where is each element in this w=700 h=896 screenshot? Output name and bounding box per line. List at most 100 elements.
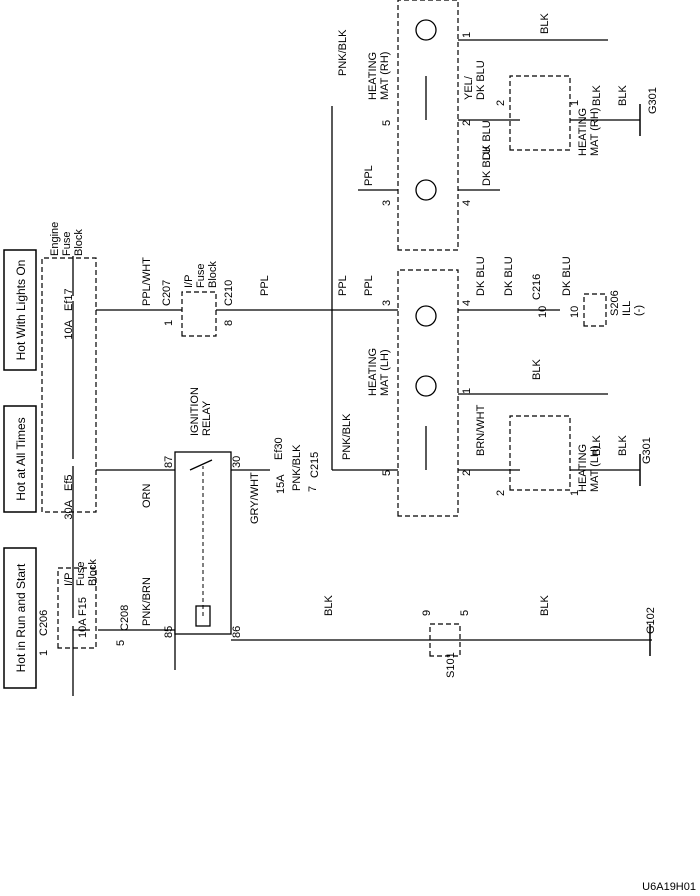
wire-blk-lh-top-label: BLK — [531, 359, 543, 380]
wire-blk-rh-top-label: BLK — [539, 13, 551, 34]
pin-c207: 1 — [163, 320, 175, 326]
pin-rh-3: 3 — [381, 200, 393, 206]
engine-fuse-label-1: Engine — [49, 222, 61, 256]
engine-fuse-label-3: Block — [73, 229, 85, 256]
pin-relay-87: 87 — [163, 456, 175, 468]
wire-blk-1-label: BLK — [323, 595, 335, 616]
s101-outline — [429, 623, 461, 657]
wire-blk-lh-2-label: BLK — [617, 435, 629, 456]
s206-label-3: (-) — [633, 305, 645, 316]
mat-rh-elem-label-1: HEATING — [577, 108, 589, 156]
ip-fuse-block-2-outline — [181, 291, 217, 337]
s206-label-1: S206 — [609, 290, 621, 316]
wire-dk-blu-4-label: DK BLU — [481, 146, 493, 186]
pin-lh-5: 5 — [381, 470, 393, 476]
relay-switch — [189, 459, 213, 471]
wire-dk-blu-5-label: DK BLU — [481, 120, 493, 160]
ip-fuse-block-outline — [57, 567, 97, 649]
pin-s101-9: 9 — [421, 610, 433, 616]
pin-lhe-1: 1 — [569, 490, 581, 496]
pin-s101-5: 5 — [459, 610, 471, 616]
run-start-label: Hot in Run and Start — [14, 563, 28, 672]
engine-fuse-block-outline — [41, 257, 97, 513]
conn-c208: C208 — [119, 605, 131, 631]
pin-c215: 7 — [307, 486, 319, 492]
fuse-f15-amp: 10A — [77, 618, 89, 638]
ip-fuse-block-2-label-3: Block — [207, 261, 219, 288]
fuse-ef17: Ef17 — [63, 288, 75, 311]
fuse-ef30-amp: 15A — [275, 474, 287, 494]
fuse-ef5: Ef5 — [63, 474, 75, 491]
wire-ppl-wht-label: PPL/WHT — [141, 257, 153, 306]
lamp-lh — [415, 305, 437, 327]
fuse-ef30: Ef30 — [273, 437, 285, 460]
wire-ppl-2-label: PPL — [337, 275, 349, 296]
wire-ppl-1-label: PPL — [259, 275, 271, 296]
conn-s101: S101 — [445, 652, 457, 678]
ip-fuse-block-2-label-1: I/P — [183, 275, 195, 288]
mat-rh-label-1: HEATING — [367, 52, 379, 100]
wire-dk-blu-3-label: DK BLU — [561, 256, 573, 296]
pin-rhe-2: 2 — [495, 100, 507, 106]
conn-g102: G102 — [645, 607, 657, 634]
s206-outline — [583, 293, 607, 327]
wire-pnk-brn-label: PNK/BRN — [141, 577, 153, 626]
fuse-ef17-amp: 10A — [63, 319, 75, 339]
fuse-f15: F15 — [77, 597, 89, 616]
heating-mat-lh-box — [397, 269, 459, 517]
pin-lhe-2: 2 — [495, 490, 507, 496]
pin-rhe-1: 1 — [569, 100, 581, 106]
wire-ppl-3-label: PPL — [363, 275, 375, 296]
conn-g301-bottom: G301 — [641, 437, 653, 464]
conn-c216: C216 — [531, 274, 543, 300]
conn-c206: C206 — [38, 610, 50, 636]
pin-relay-86: 86 — [231, 626, 243, 638]
wire-pnk-blk-3-label: PNK/BLK — [337, 29, 349, 76]
pin-c216: 10 — [537, 306, 549, 318]
pin-lh-1: 1 — [461, 388, 473, 394]
pin-rh-5: 5 — [381, 120, 393, 126]
conn-c215: C215 — [309, 452, 321, 478]
pin-lh-4: 4 — [461, 300, 473, 306]
wire-blk-lh-1-label: BLK — [591, 435, 603, 456]
mat-lh-elem-label-1: HEATING — [577, 444, 589, 492]
wire-gry-wht-label: GRY/WHT — [249, 472, 261, 524]
ip-fuse-block-label-1: I/P — [63, 573, 75, 586]
mat-lh-elem-label-2: MAT (LH) — [589, 445, 601, 492]
mat-rh-elem-label-2: MAT (RH) — [589, 108, 601, 156]
wire-dk-blu-2-label: DK BLU — [503, 256, 515, 296]
pin-lh-2: 2 — [461, 470, 473, 476]
ip-fuse-block-2-label-2: Fuse — [195, 264, 207, 288]
lights-on-box — [3, 249, 37, 371]
pin-rh-2: 2 — [461, 120, 473, 126]
wire-pnk-blk-1-label: PNK/BLK — [291, 444, 303, 491]
lamp-lh-2 — [415, 375, 437, 397]
wire-yel-dk-blu-label-2: DK BLU — [475, 60, 487, 100]
wire-pnk-blk-2-label: PNK/BLK — [341, 413, 353, 460]
wire-ppl-4-label: PPL — [363, 165, 375, 186]
wire-brn-wht-label: BRN/WHT — [475, 404, 487, 456]
pin-lh-3: 3 — [381, 300, 393, 306]
all-times-label: Hot at All Times — [14, 417, 28, 500]
heating-element-rh — [509, 75, 571, 151]
mat-lh-label-2: MAT (LH) — [379, 349, 391, 396]
pin-c210: 8 — [223, 320, 235, 326]
wire-blk-2-label: BLK — [539, 595, 551, 616]
conn-g301-top: G301 — [647, 87, 659, 114]
pin-c208: 5 — [115, 640, 127, 646]
heating-mat-rh-box — [397, 0, 459, 251]
lamp-rh — [415, 179, 437, 201]
conn-c207: C207 — [161, 280, 173, 306]
ip-fuse-block-label-2: Fuse — [75, 562, 87, 586]
pin-relay-30: 30 — [231, 456, 243, 468]
mat-rh-label-2: MAT (RH) — [379, 52, 391, 100]
ip-fuse-block-label-3: Block — [87, 559, 99, 586]
wire-orn-label: ORN — [141, 484, 153, 509]
pin-s206: 10 — [569, 306, 581, 318]
lamp-rh-2 — [415, 19, 437, 41]
pin-c206: 1 — [38, 650, 50, 656]
wire-blk-rh-1-label: BLK — [591, 85, 603, 106]
wire-dk-blu-1-label: DK BLU — [475, 256, 487, 296]
pin-rh-4: 4 — [461, 200, 473, 206]
